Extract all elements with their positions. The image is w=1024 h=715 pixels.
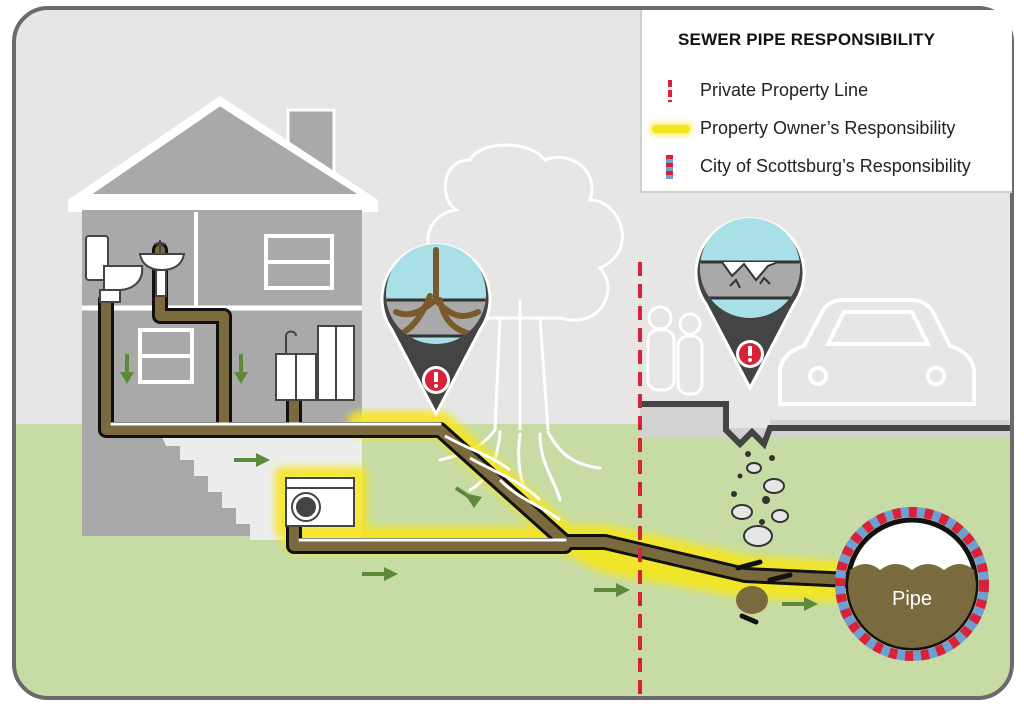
legend-item-city-responsibility: City of Scottsburg’s Responsibility [642, 152, 1014, 182]
root-alert-pin [380, 243, 492, 418]
pipe-break [731, 451, 793, 625]
crack-alert-pin [694, 217, 806, 392]
main-pipe-label: Pipe [891, 588, 933, 610]
root-intrusion [444, 434, 561, 522]
arrow-icon [782, 597, 818, 611]
sink-icon [138, 240, 186, 297]
arrow-icon [234, 354, 248, 384]
frame-border [12, 6, 1014, 700]
arrow-icon [234, 453, 270, 467]
arrow-icon [120, 354, 134, 384]
people-icon [646, 305, 704, 396]
legend-label: Private Property Line [700, 80, 869, 100]
legend-title: SEWER PIPE RESPONSIBILITY [678, 30, 936, 49]
legend-item-private-property-line: Private Property Line [642, 76, 1014, 106]
legend: SEWER PIPE RESPONSIBILITY Private Proper… [640, 10, 1012, 193]
red-blue-dashed-icon [666, 155, 673, 179]
dashed-line-icon [668, 80, 672, 102]
car-icon [778, 298, 976, 406]
legend-item-owner-responsibility: Property Owner’s Responsibility [642, 114, 1014, 144]
legend-label: City of Scottsburg’s Responsibility [700, 156, 971, 176]
arrow-icon [594, 583, 630, 597]
flow-arrows [120, 354, 818, 611]
kitchen-icon [275, 325, 355, 401]
main-sewer-pipe [835, 507, 989, 661]
arrow-icon [362, 567, 398, 581]
toilet-icon [85, 235, 144, 303]
washing-machine-icon [285, 477, 355, 527]
legend-label: Property Owner’s Responsibility [700, 118, 956, 138]
yellow-glow-icon [652, 125, 690, 133]
alert-icon [422, 366, 450, 394]
curb-line [640, 401, 1012, 450]
arrow-icon [454, 486, 482, 508]
alert-icon [736, 340, 764, 368]
